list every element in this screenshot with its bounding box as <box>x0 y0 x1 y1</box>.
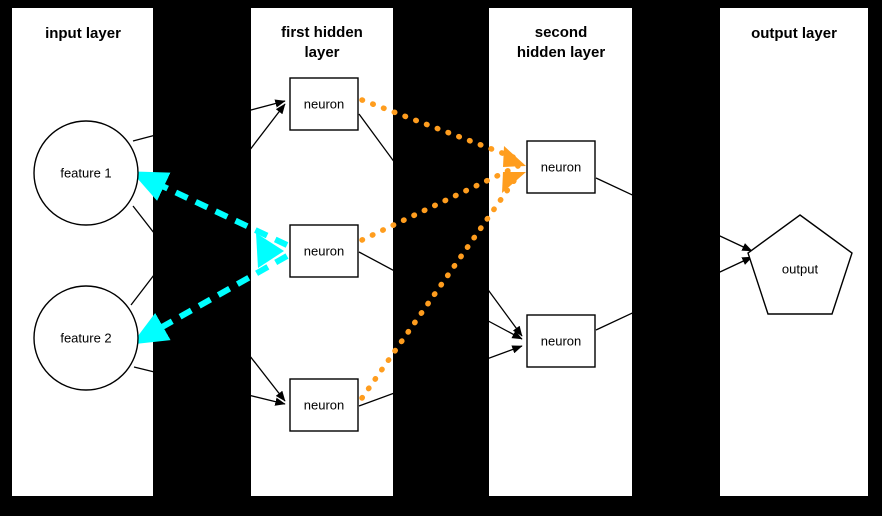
edge-feature1-to-h1neuron1 <box>132 99 286 142</box>
panel-title-first-hidden-layer-line1: first hidden <box>281 24 363 41</box>
node-h2-neuron-1[interactable]: neuron <box>526 140 596 194</box>
edges-hidden2-to-output <box>595 177 753 331</box>
output-label: output <box>782 261 819 276</box>
h2-neuron-2-label: neuron <box>541 333 581 348</box>
edge-feature1-to-cyan-neuron <box>131 171 289 248</box>
edge-h2neuron2-to-output <box>595 256 753 331</box>
feature-1-circle[interactable] <box>33 120 139 226</box>
edge-feature2-to-cyan-neuron <box>131 253 289 345</box>
node-h1-neuron-2[interactable]: neuron <box>289 224 359 278</box>
edges-hidden1-to-hidden2-black <box>358 113 523 407</box>
cyan-arrowhead-into-neuron <box>256 233 284 268</box>
feature-2-label: feature 2 <box>60 330 111 345</box>
orange-arrowhead-into-neuron <box>503 146 526 167</box>
panel-input-layer <box>12 8 153 496</box>
edge-h1neuron3-to-h2neuron2 <box>358 345 523 407</box>
h1-neuron-2-label: neuron <box>304 243 344 258</box>
h1-neuron-3-label: neuron <box>304 397 344 412</box>
edge-h1neuron3-to-orange-neuron <box>359 172 521 401</box>
h2-neuron-1-box[interactable] <box>526 140 596 194</box>
h2-neuron-1-label: neuron <box>541 159 581 174</box>
h2-neuron-2-box[interactable] <box>526 314 596 368</box>
node-feature-2[interactable]: feature 2 <box>33 285 139 391</box>
orange-arrowhead-into-neuron-lower <box>502 172 526 193</box>
panel-title-second-hidden-layer-line1: second <box>535 24 588 41</box>
edge-h1neuron2-to-h2neuron2 <box>358 251 523 340</box>
node-h1-neuron-3[interactable]: neuron <box>289 378 359 432</box>
edge-h2neuron1-to-output <box>595 177 753 252</box>
panel-title-first-hidden-layer-line2: layer <box>304 44 339 61</box>
feature-2-circle[interactable] <box>33 285 139 391</box>
node-feature-1[interactable]: feature 1 <box>33 120 139 226</box>
panel-title-output-layer: output layer <box>751 25 837 42</box>
panel-second-hidden-layer <box>489 8 632 496</box>
edges-input-to-cyan-neuron <box>131 171 289 345</box>
edge-feature2-to-h1neuron3 <box>133 366 286 406</box>
edges-hidden1-to-orange-neuron <box>359 97 526 401</box>
output-pentagon[interactable] <box>747 214 853 315</box>
h1-neuron-1-box[interactable] <box>289 77 359 131</box>
node-h2-neuron-2[interactable]: neuron <box>526 314 596 368</box>
layer-panels <box>12 8 868 496</box>
node-output[interactable]: output <box>747 214 853 315</box>
edge-h1neuron1-to-orange-neuron <box>359 97 521 162</box>
h1-neuron-3-box[interactable] <box>289 378 359 432</box>
h1-neuron-2-box[interactable] <box>289 224 359 278</box>
feature-1-label: feature 1 <box>60 165 111 180</box>
panel-title-input-layer: input layer <box>45 25 121 42</box>
h1-neuron-1-label: neuron <box>304 96 344 111</box>
edge-h1neuron1-to-h2neuron2 <box>358 113 523 337</box>
panel-title-second-hidden-layer-line2: hidden layer <box>517 44 606 61</box>
layer-titles: input layer first hidden layer second hi… <box>45 24 837 61</box>
node-h1-neuron-1[interactable]: neuron <box>289 77 359 131</box>
